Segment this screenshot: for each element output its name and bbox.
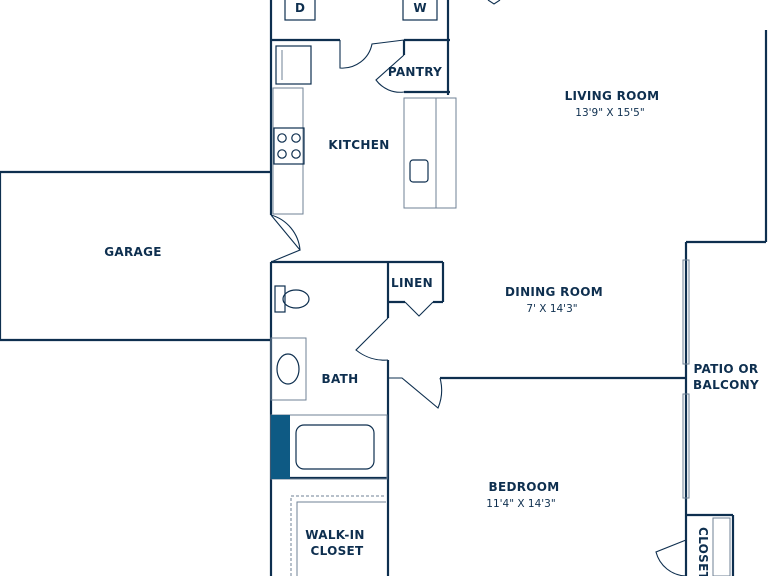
- door-swing: [355, 317, 389, 361]
- doors: [270, 0, 687, 576]
- door-swing: [404, 301, 434, 317]
- fixtures: [270, 0, 731, 576]
- sink-icon: [409, 159, 429, 183]
- labels: D W LIVING ROOM 13'9" X 15'5" PANTRY KIT…: [104, 1, 759, 576]
- washer-icon: [402, 0, 438, 21]
- closet-shelf: [712, 517, 731, 576]
- patio-label-line1: PATIO OR: [694, 362, 759, 376]
- bath-label: BATH: [322, 372, 359, 386]
- dining-room-dims: 7' X 14'3": [526, 303, 577, 315]
- walkin-closet-label-line1: WALK-IN: [305, 528, 364, 542]
- toilet-icon: [274, 285, 310, 313]
- door-swing: [388, 377, 443, 409]
- kitchen-island: [403, 97, 457, 209]
- linen-label: LINEN: [391, 276, 433, 290]
- door-swing: [339, 39, 405, 69]
- patio-label-line2: BALCONY: [693, 378, 759, 392]
- door-swing: [487, 0, 501, 5]
- dryer-icon: [284, 0, 316, 21]
- dining-room-label: DINING ROOM: [505, 285, 603, 299]
- window: [682, 259, 690, 365]
- dryer-label: D: [295, 1, 305, 15]
- stove-icon: [273, 127, 305, 165]
- bedroom-label: BEDROOM: [489, 480, 560, 494]
- living-room-label: LIVING ROOM: [565, 89, 660, 103]
- door-swing: [375, 54, 405, 93]
- window: [682, 393, 690, 499]
- garage-label: GARAGE: [104, 245, 162, 259]
- refrigerator-icon: [275, 45, 312, 85]
- bath-sink-icon: [276, 353, 300, 385]
- washer-label: W: [413, 1, 426, 15]
- door-swing: [655, 539, 687, 576]
- kitchen-label: KITCHEN: [328, 138, 389, 152]
- bath-vanity: [270, 337, 307, 401]
- living-room-dims: 13'9" X 15'5": [575, 107, 644, 119]
- walkin-closet-label-line2: CLOSET: [310, 544, 364, 558]
- closet-label: CLOSET: [696, 527, 710, 576]
- tub-accent: [271, 415, 290, 479]
- door-swing: [270, 214, 301, 263]
- kitchen-counter: [272, 87, 304, 215]
- pantry-label: PANTRY: [388, 65, 442, 79]
- bedroom-dims: 11'4" X 14'3": [486, 498, 555, 510]
